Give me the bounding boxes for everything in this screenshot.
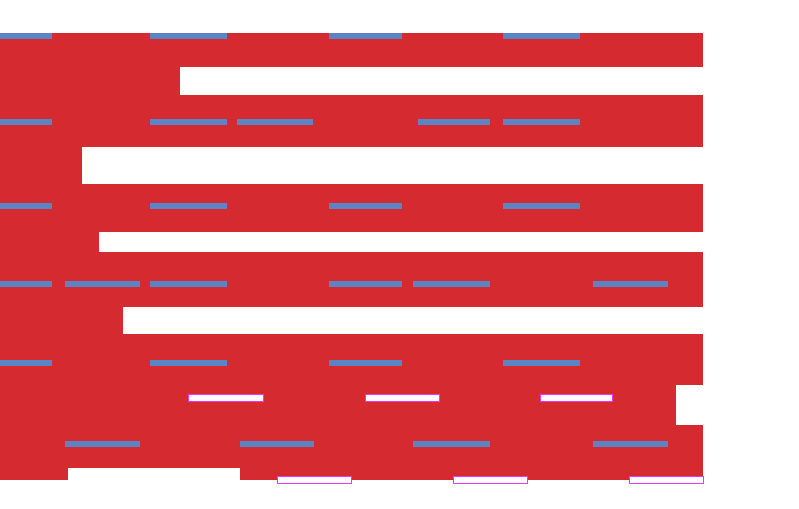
text-line-r4-c5[interactable] [413, 281, 490, 287]
text-line-r1-c3[interactable] [329, 33, 402, 39]
text-line-r4-c2[interactable] [65, 281, 140, 287]
redaction-band-row-5-notched [0, 385, 676, 425]
text-line-r6-c2[interactable] [240, 441, 314, 447]
redaction-band-row-3-left [0, 232, 99, 252]
text-line-r3-c1[interactable] [0, 203, 52, 209]
text-line-r4-c1[interactable] [0, 281, 52, 287]
text-line-r6-c3[interactable] [413, 441, 490, 447]
text-line-r1-c4[interactable] [503, 33, 580, 39]
text-line-r2-c1[interactable] [0, 119, 52, 125]
highlight-line-r2-c3[interactable] [629, 476, 704, 484]
redaction-band-row-4 [0, 252, 703, 307]
text-line-r2-c4[interactable] [418, 119, 490, 125]
text-line-r6-c1[interactable] [65, 441, 140, 447]
text-line-r4-c3[interactable] [150, 281, 227, 287]
text-line-r3-c2[interactable] [150, 203, 227, 209]
text-line-r4-c4[interactable] [329, 281, 402, 287]
redaction-band-row-4-left [0, 307, 123, 334]
text-line-r5-c2[interactable] [150, 360, 227, 366]
redaction-band-row-6-right [240, 468, 703, 480]
highlight-line-r2-c2[interactable] [453, 476, 528, 484]
redaction-band-row-2 [0, 95, 703, 147]
redaction-band-row-1-left [0, 67, 180, 95]
text-line-r3-c4[interactable] [503, 203, 580, 209]
highlight-line-r1-c2[interactable] [365, 394, 440, 402]
text-line-r2-c5[interactable] [503, 119, 580, 125]
text-line-r4-c6[interactable] [593, 281, 668, 287]
redaction-band-row-5 [0, 334, 703, 385]
text-line-r5-c4[interactable] [503, 360, 580, 366]
text-line-r2-c3[interactable] [237, 119, 313, 125]
text-line-r5-c3[interactable] [329, 360, 402, 366]
redaction-band-row-2-left [0, 147, 82, 184]
text-line-r5-c1[interactable] [0, 360, 52, 366]
redaction-band-row-6-left [0, 468, 68, 480]
text-line-r6-c4[interactable] [593, 441, 668, 447]
highlight-line-r2-c1[interactable] [277, 476, 352, 484]
text-line-r2-c2[interactable] [150, 119, 227, 125]
text-line-r1-c2[interactable] [150, 33, 227, 39]
highlight-line-r1-c3[interactable] [540, 394, 613, 402]
highlight-line-r1-c1[interactable] [188, 394, 264, 402]
text-line-r3-c3[interactable] [329, 203, 402, 209]
text-line-r1-c1[interactable] [0, 33, 52, 39]
